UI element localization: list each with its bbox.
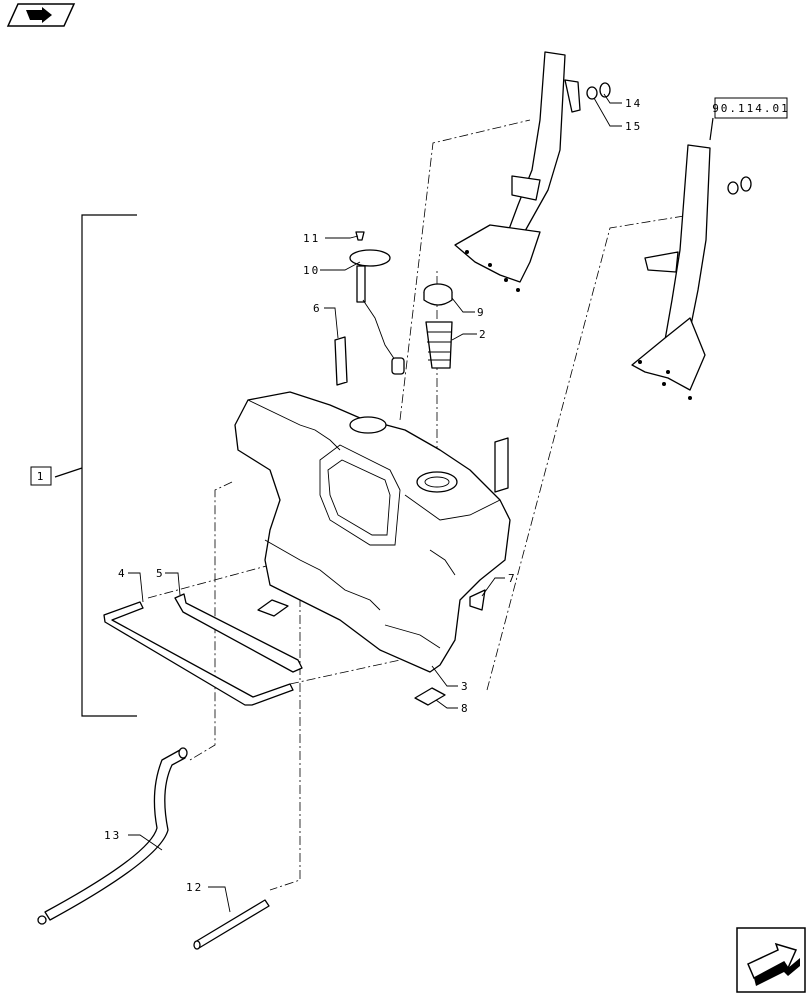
callout-14[interactable]: 14 <box>625 97 642 110</box>
callout-1-label: 1 <box>37 470 46 483</box>
callout-7[interactable]: 7 <box>508 572 517 585</box>
fuel-level-sender <box>349 231 405 375</box>
next-page-arrow-icon[interactable] <box>736 927 806 993</box>
callout-9[interactable]: 9 <box>477 306 486 319</box>
pad-7 <box>469 589 486 611</box>
filler-strainer <box>425 321 453 369</box>
decal-6 <box>334 336 348 386</box>
pad-front <box>257 599 289 617</box>
callout-labels: 11 10 6 9 2 14 15 7 3 8 4 5 13 12 <box>104 97 642 894</box>
callout-8[interactable]: 8 <box>461 702 470 715</box>
callout-5[interactable]: 5 <box>156 567 165 580</box>
callout-13[interactable]: 13 <box>104 829 121 842</box>
callout-3[interactable]: 3 <box>461 680 470 693</box>
tank-support-bracket-right <box>631 144 711 400</box>
pad-8 <box>414 687 446 706</box>
book-arrow-icon[interactable] <box>6 3 76 27</box>
strap-5 <box>174 593 303 673</box>
nut-washer-left <box>586 82 611 100</box>
fuel-tank <box>234 391 511 673</box>
reference-box[interactable]: 90.114.01 <box>709 97 790 141</box>
tank-support-bracket-left <box>454 51 581 292</box>
reference-label: 90.114.01 <box>712 102 790 115</box>
callout-2[interactable]: 2 <box>479 328 488 341</box>
vent-hose <box>37 747 188 925</box>
assembly-bracket <box>54 214 137 717</box>
callout-12[interactable]: 12 <box>186 881 203 894</box>
strap-4 <box>103 601 294 706</box>
callout-11[interactable]: 11 <box>303 232 320 245</box>
filler-cap <box>423 283 453 306</box>
vent-hose-short <box>193 899 270 950</box>
leader-lines <box>128 93 622 913</box>
callout-6[interactable]: 6 <box>313 302 322 315</box>
decal-top-right <box>494 437 509 493</box>
nut-washer-right <box>727 176 752 195</box>
callout-1[interactable]: 1 <box>30 466 52 486</box>
callout-10[interactable]: 10 <box>303 264 320 277</box>
callout-4[interactable]: 4 <box>118 567 127 580</box>
callout-15[interactable]: 15 <box>625 120 642 133</box>
